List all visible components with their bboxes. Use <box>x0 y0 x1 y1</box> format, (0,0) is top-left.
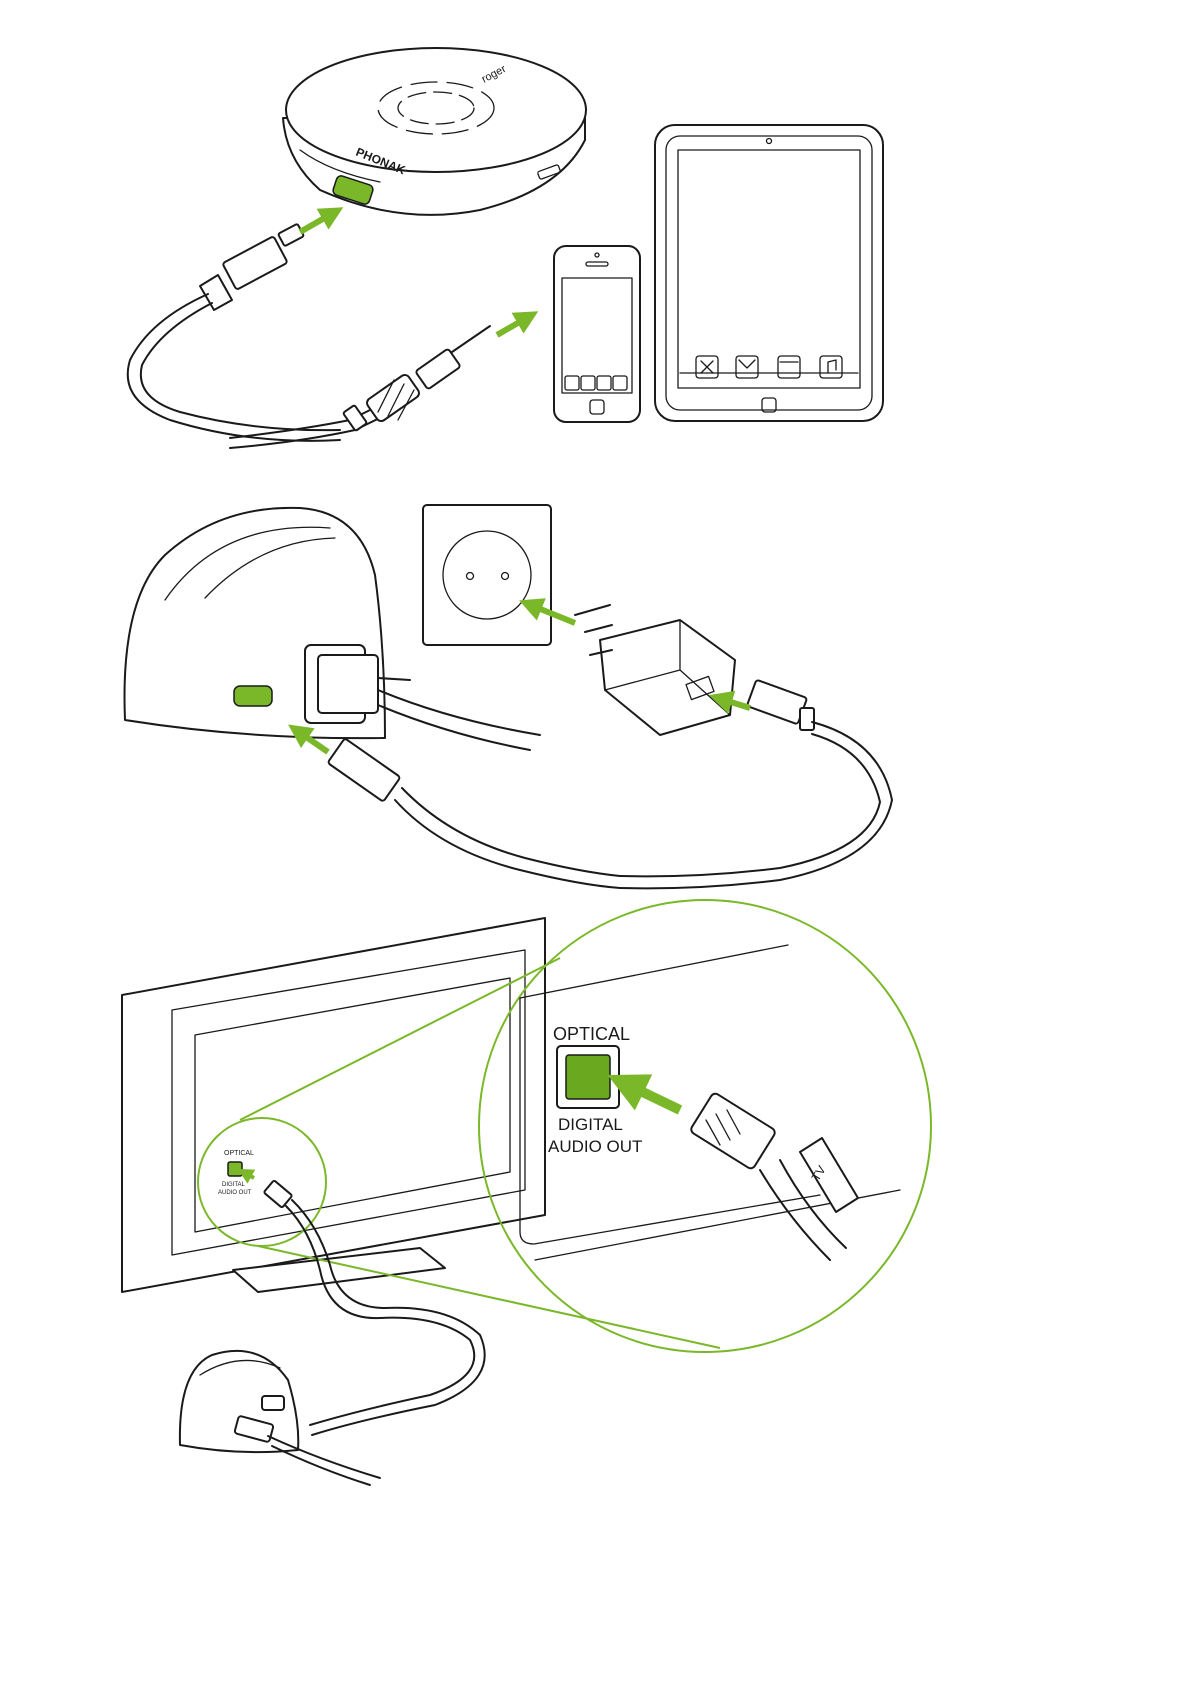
base-station <box>180 1351 380 1485</box>
small-port-bottom-label-1: DIGITAL <box>222 1182 246 1188</box>
digital-label: DIGITAL <box>558 1115 623 1134</box>
television: OPTICAL DIGITAL AUDIO OUT <box>0 918 545 1292</box>
power-adapter <box>575 605 735 735</box>
tablet <box>655 125 883 421</box>
wall-socket <box>423 505 551 645</box>
optical-port-small <box>228 1162 242 1176</box>
panel-streaming-setup: PHONAK roger <box>128 48 883 448</box>
smartphone <box>554 246 640 422</box>
small-port-bottom-label-2: AUDIO OUT <box>218 1190 252 1196</box>
arrow-icon <box>300 212 335 232</box>
usb-port-highlight <box>234 686 272 706</box>
audio-out-label: AUDIO OUT <box>548 1137 642 1156</box>
small-port-top-label: OPTICAL <box>224 1150 254 1157</box>
panel-tv-setup: OPTICAL DIGITAL AUDIO OUT OPTICAL DIGITA… <box>0 900 931 1485</box>
arrow-icon <box>497 316 530 335</box>
usb-cable <box>328 738 620 888</box>
optical-port-highlight <box>566 1055 610 1099</box>
optical-port-label: OPTICAL <box>553 1024 630 1044</box>
roger-device: PHONAK roger <box>283 48 586 215</box>
audio-jack-cable <box>230 326 490 448</box>
zoom-detail: OPTICAL DIGITAL AUDIO OUT TV <box>520 945 900 1260</box>
usb-cable <box>128 224 340 441</box>
arrow-icon <box>622 1082 680 1110</box>
base-station <box>125 508 386 738</box>
panel-charging-setup <box>125 505 893 888</box>
